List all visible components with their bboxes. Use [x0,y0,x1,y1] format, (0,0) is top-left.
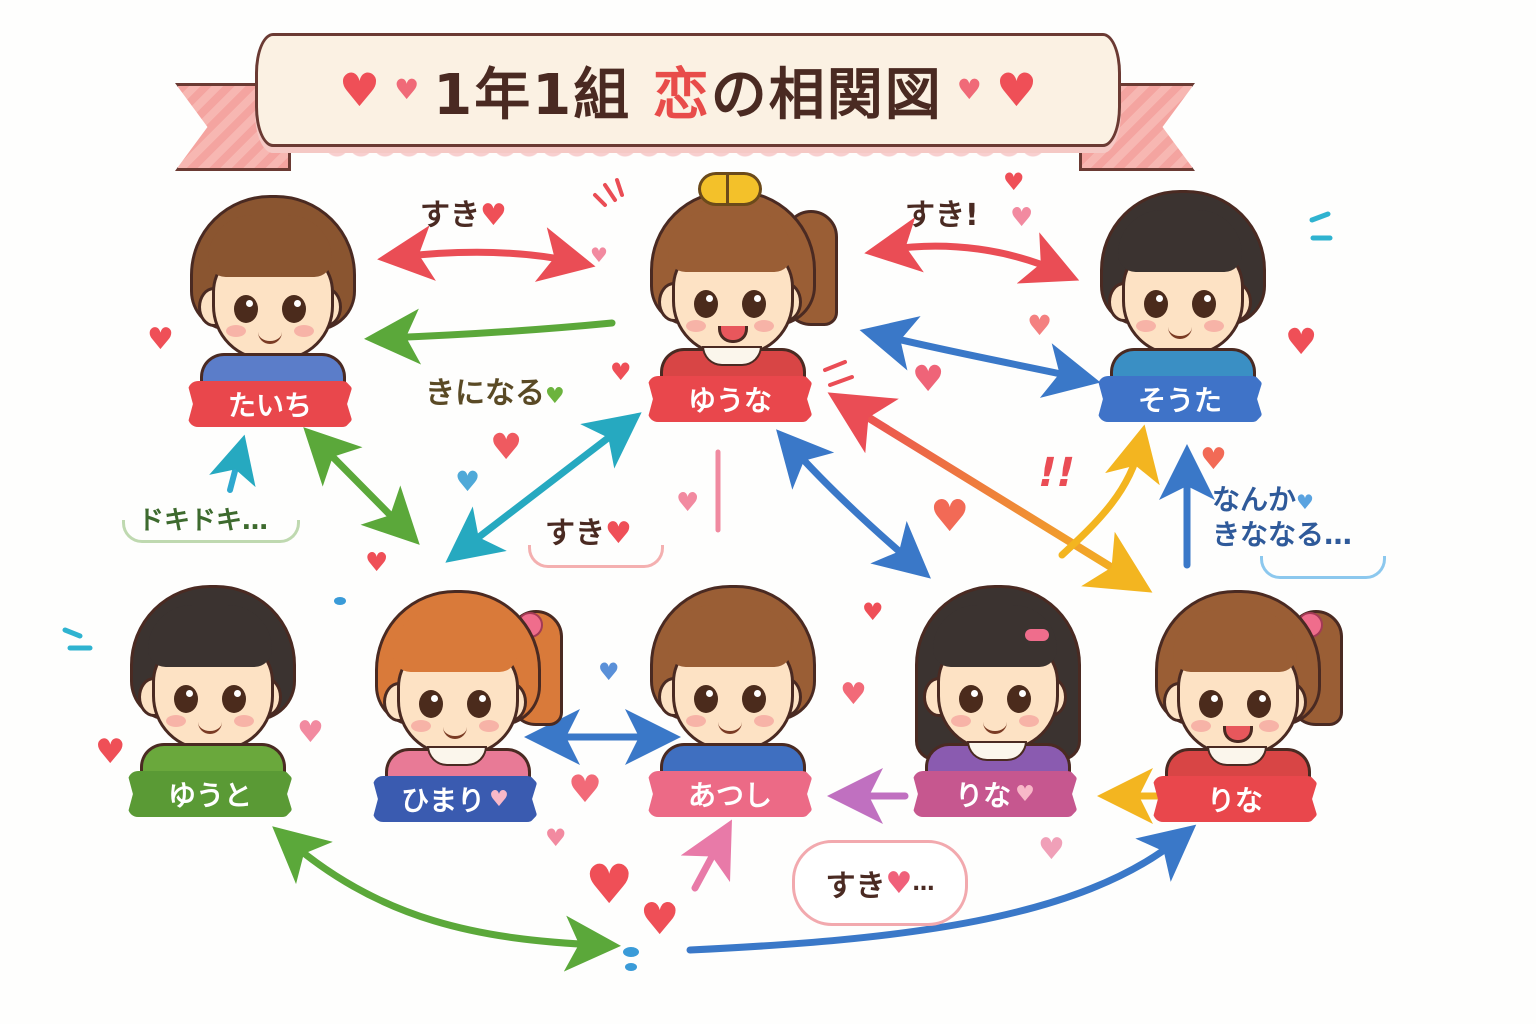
character-yuuna[interactable]: ゆうな [620,172,840,422]
character-name: ゆうな [687,384,772,417]
heart-icon: ♥ [338,63,381,117]
heart-icon: ♥ [598,658,620,686]
heart-icon: ♥ [956,73,982,106]
character-name: たいち [227,389,312,422]
heart-icon: ♥ [912,359,945,400]
heart-icon: ♥ [1296,490,1314,514]
label-yuuna-souta: すき! [905,198,979,233]
arrow-himari-yuuna [445,412,642,563]
title-banner: ♥ ♥ 1年1組 恋の相関図 ♥ ♥ [175,25,1195,175]
avatar-himari [375,590,563,765]
heart-icon: ♥ [568,767,603,811]
nametag-atsushi: あつし [648,771,812,817]
heart-icon: ♥ [676,488,700,518]
heart-icon: ♥ [545,824,567,852]
arrow-yuuna-souta-blue [859,316,1101,398]
arrow-yuuna-souta-red [864,217,1080,284]
nametag-himari: ひまり ♥ [373,776,537,822]
arrow-yuuna-rina1 [776,429,931,579]
heart-icon: ♥ [995,63,1038,117]
arrow-taichi-himari [303,427,420,545]
title-prefix: 1年1組 [433,62,632,128]
character-yuuto[interactable]: ゆうと [100,575,320,817]
character-himari[interactable]: ひまり ♥ [345,580,565,822]
arrow-yuuto-bottom [272,826,621,972]
nametag-taichi: たいち [188,381,352,427]
avatar-yuuto [130,585,296,760]
speech-bubble [122,520,300,543]
character-taichi[interactable]: たいち [160,185,380,427]
banner-lace [325,145,1045,175]
heart-icon: ♥ [885,865,913,901]
hairclip-icon [1025,629,1049,641]
arrow-taichi-yuuna [377,225,596,282]
character-name: りな [1206,784,1263,817]
nametag-yuuto: ゆうと [128,771,292,817]
nametag-rina-1: りな ♥ [913,771,1077,817]
heart-icon: ♥ [365,548,389,578]
heart-icon: ♥ [590,243,608,267]
arrow-yuuna-taichi [364,308,616,365]
heart-icon: ♥ [930,491,970,542]
page-title: 1年1組 恋の相関図 [433,50,942,131]
character-name: あつし [687,779,772,812]
heart-icon: ♥ [1027,309,1053,342]
arrow-bottom-atsushi [680,819,732,892]
label-taichi-yuuna: すき♥ [420,198,507,233]
heart-icon: ♥ [147,322,174,357]
heart-icon: ♥ [1015,781,1035,807]
nametag-rina-2: りな [1153,776,1317,822]
avatar-rina-2 [1155,590,1343,765]
arrow-yuuna-rina2 [827,392,1153,593]
label-yuuto-dokidoki: ドキドキ… [138,506,269,536]
heart-icon: ♥ [455,465,481,498]
avatar-yuuna [650,172,838,365]
character-name: ひまり [401,784,486,817]
heart-icon: ♥ [862,598,884,626]
nametag-souta: そうた [1098,376,1262,422]
speech-bubble [1260,556,1386,579]
banner-main: ♥ ♥ 1年1組 恋の相関図 ♥ ♥ [255,33,1121,147]
heart-icon: ♥ [640,894,680,945]
speech-bubble [528,545,664,568]
title-suffix: の相関図 [710,62,943,128]
heart-icon: ♥ [394,73,420,106]
heart-icon: ♥ [297,715,324,750]
heart-icon: ♥ [490,427,523,468]
ribbon-icon [698,172,762,206]
heart-icon: ♥ [545,384,565,409]
label-atsushi-suki: すき♥ [545,516,632,551]
heart-icon: ♥ [610,358,632,386]
heart-icon: ♥ [585,853,634,916]
heart-icon: ♥ [1010,203,1034,233]
heart-icon: ♥ [1200,442,1227,477]
heart-icon: ♥ [1038,832,1065,867]
heart-icon: ♥ [95,732,126,772]
character-atsushi[interactable]: あつし [620,575,840,817]
heart-icon: ♥ [1285,322,1318,363]
arrow-rina2-souta-yellow [1058,424,1160,559]
heart-icon: ♥ [1003,168,1025,196]
avatar-souta [1100,190,1266,365]
heart-icon: ♥ [489,786,509,812]
character-name: りな [955,779,1012,812]
title-accent: 恋 [652,62,711,128]
character-name: そうた [1137,384,1222,417]
thought-cloud: すき♥… [792,840,968,926]
character-rina-1[interactable]: りな ♥ [885,575,1105,817]
heart-icon: ♥ [840,677,867,712]
heart-icon: ♥ [605,516,632,551]
character-souta[interactable]: そうた [1070,180,1290,422]
heart-icon: ♥ [480,198,507,233]
arrow-yuuto-taichi [209,434,256,493]
avatar-rina-1 [915,585,1081,761]
avatar-atsushi [650,585,816,760]
character-name: ゆうと [167,779,252,812]
label-rina2-nanka: なんか♥ きななる… [1212,483,1353,551]
nametag-yuuna: ゆうな [648,376,812,422]
arrow-bottom-rina2 [686,824,1197,954]
label-yuuna-taichi: きになる♥ [425,376,565,411]
character-rina-2[interactable]: りな [1125,580,1345,822]
avatar-taichi [190,195,356,370]
